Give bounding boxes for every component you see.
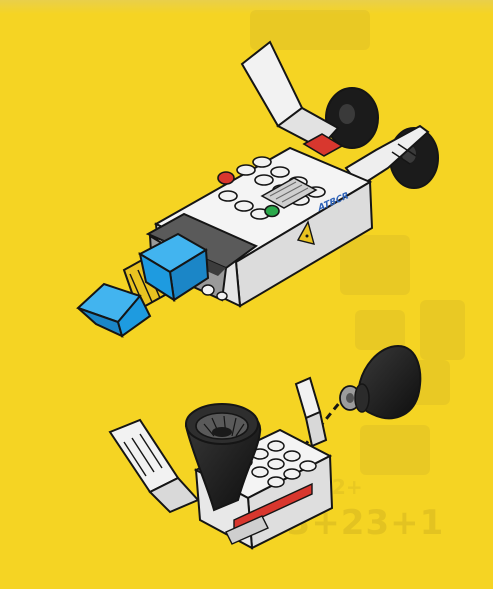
red-light-icon <box>218 172 234 184</box>
black-thruster-cone-icon <box>355 346 420 418</box>
side-bracket <box>110 420 198 512</box>
black-wheel-icon <box>326 88 378 148</box>
vertical-plate <box>296 378 326 446</box>
green-light-icon <box>265 206 279 217</box>
